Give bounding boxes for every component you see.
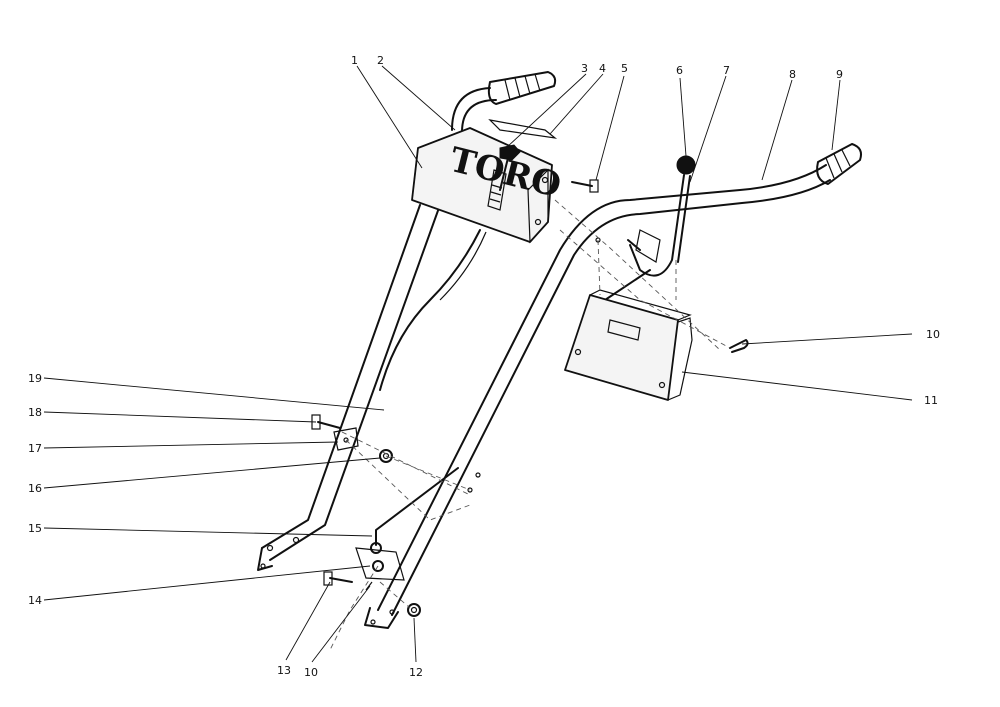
throttle-lever (499, 144, 521, 191)
left-hand-grip (487, 71, 557, 105)
callout-3: 3 (581, 62, 588, 75)
callout-5: 5 (621, 62, 628, 75)
clutch-lever (604, 155, 696, 301)
callout-13: 13 (277, 664, 291, 677)
callout-12: 12 (409, 666, 423, 679)
assembly-guide-lines (329, 199, 731, 651)
lower-hardware (311, 414, 459, 617)
callout-2: 2 (377, 54, 384, 67)
right-handle-tube (364, 164, 831, 629)
callout-10-upper: 10 (926, 328, 940, 341)
callout-17: 17 (28, 442, 42, 455)
cotter-pin-upper (729, 339, 749, 353)
throttle-cable (379, 229, 481, 391)
callout-labels: 1 2 3 4 5 6 7 8 9 10 11 19 18 17 16 15 1… (28, 54, 940, 679)
callout-14: 14 (28, 594, 42, 607)
callout-4: 4 (599, 62, 606, 75)
callout-16: 16 (28, 482, 42, 495)
callout-8: 8 (789, 68, 796, 81)
left-handle-tube (257, 204, 441, 571)
right-hand-grip (816, 143, 862, 185)
callout-19: 19 (28, 372, 42, 385)
callout-7: 7 (723, 64, 730, 77)
mounting-bracket (564, 289, 693, 401)
callout-9: 9 (836, 68, 843, 81)
panel-bolt (571, 179, 599, 193)
callout-1: 1 (351, 54, 358, 67)
callout-6: 6 (676, 64, 683, 77)
callout-18: 18 (28, 406, 42, 419)
callout-10-lower: 10 (304, 666, 318, 679)
callout-15: 15 (28, 522, 42, 535)
callout-11: 11 (924, 394, 938, 407)
control-panel: TORO (411, 119, 565, 244)
leader-lines (43, 65, 913, 663)
